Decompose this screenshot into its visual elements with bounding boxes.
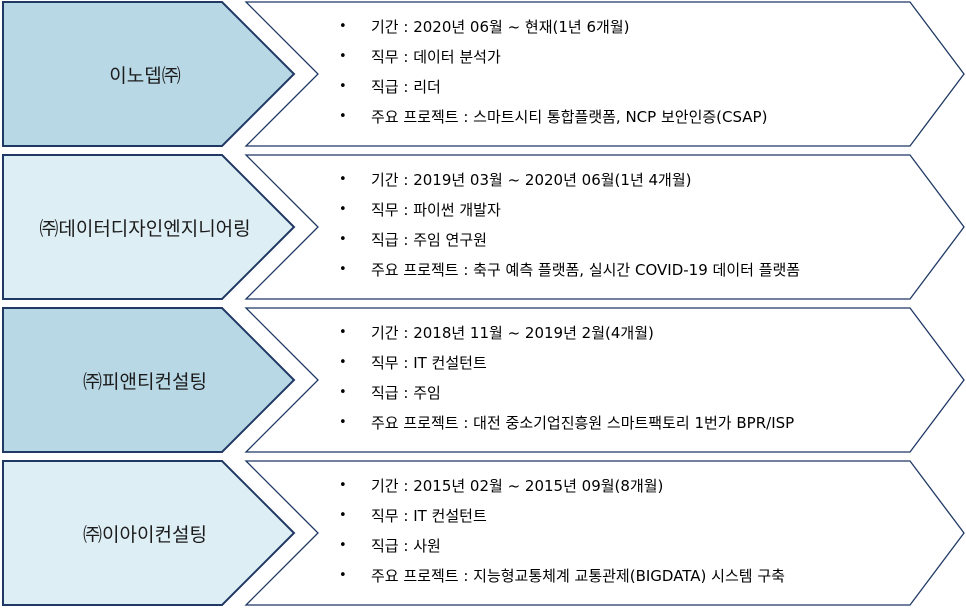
detail-item: • 직무 : 파이썬 개발자 [335, 195, 935, 225]
detail-text: 주요 프로젝트 : 지능형교통체계 교통관제(BIGDATA) 시스템 구축 [371, 567, 785, 585]
detail-item: • 직급 : 주임 [335, 378, 935, 408]
bullet-icon: • [339, 568, 347, 583]
detail-item: • 직급 : 리더 [335, 72, 935, 102]
company-arrow-1 [2, 1, 296, 147]
company-name-4: ㈜이아이컨설팅 [83, 523, 207, 546]
detail-list-3: • 기간 : 2018년 11월 ~ 2019년 2월(4개월) • 직무 : IT … [335, 318, 935, 438]
bullet-icon: • [339, 49, 347, 64]
detail-chevron-1 [244, 1, 965, 147]
bullet-icon: • [339, 508, 347, 523]
detail-list-4: • 기간 : 2015년 02월 ~ 2015년 09월(8개월) • 직무 : IT… [335, 471, 935, 591]
detail-item: • 주요 프로젝트 : 지능형교통체계 교통관제(BIGDATA) 시스템 구축 [335, 561, 935, 591]
detail-text: 직무 : 파이썬 개발자 [371, 201, 501, 219]
detail-item: • 직무 : 데이터 분석가 [335, 42, 935, 72]
detail-item: • 기간 : 2019년 03월 ~ 2020년 06월(1년 4개월) [335, 165, 935, 195]
detail-text: 직급 : 주임 연구원 [371, 231, 487, 249]
detail-item: • 직무 : IT 컨설턴트 [335, 501, 935, 531]
detail-text: 직무 : IT 컨설턴트 [371, 507, 487, 525]
detail-text: 주요 프로젝트 : 스마트시티 통합플랫폼, NCP 보안인증(CSAP) [371, 108, 768, 126]
detail-item: • 직무 : IT 컨설턴트 [335, 348, 935, 378]
detail-text: 직급 : 리더 [371, 78, 441, 96]
bullet-icon: • [339, 325, 347, 340]
bullet-icon: • [339, 232, 347, 247]
bullet-icon: • [339, 385, 347, 400]
bullet-icon: • [339, 172, 347, 187]
bullet-icon: • [339, 79, 347, 94]
detail-text: 기간 : 2019년 03월 ~ 2020년 06월(1년 4개월) [371, 171, 692, 189]
detail-list-2: • 기간 : 2019년 03월 ~ 2020년 06월(1년 4개월) • 직무 :… [335, 165, 935, 285]
detail-text: 주요 프로젝트 : 대전 중소기업진흥원 스마트팩토리 1번가 BPR/ISP [371, 414, 795, 432]
bullet-icon: • [339, 538, 347, 553]
detail-text: 직무 : IT 컨설턴트 [371, 354, 487, 372]
detail-text: 기간 : 2015년 02월 ~ 2015년 09월(8개월) [371, 477, 664, 495]
bullet-icon: • [339, 355, 347, 370]
detail-text: 기간 : 2018년 11월 ~ 2019년 2월(4개월) [371, 324, 654, 342]
detail-list-1: • 기간 : 2020년 06월 ~ 현재(1년 6개월) • 직무 : 데이터 분석… [335, 12, 935, 132]
detail-item: • 주요 프로젝트 : 축구 예측 플랫폼, 실시간 COVID-19 데이터 플… [335, 255, 935, 285]
detail-chevron-4 [244, 460, 965, 606]
detail-item: • 직급 : 사원 [335, 531, 935, 561]
bullet-icon: • [339, 19, 347, 34]
detail-item: • 주요 프로젝트 : 스마트시티 통합플랫폼, NCP 보안인증(CSAP) [335, 102, 935, 132]
detail-item: • 기간 : 2020년 06월 ~ 현재(1년 6개월) [335, 12, 935, 42]
company-name-2: ㈜데이터디자인엔지니어링 [39, 217, 251, 240]
detail-item: • 주요 프로젝트 : 대전 중소기업진흥원 스마트팩토리 1번가 BPR/ISP [335, 408, 935, 438]
company-name-3: ㈜피앤티컨설팅 [83, 370, 207, 393]
bullet-icon: • [339, 478, 347, 493]
detail-text: 직급 : 사원 [371, 537, 441, 555]
detail-text: 직무 : 데이터 분석가 [371, 48, 501, 66]
bullet-icon: • [339, 415, 347, 430]
bullet-icon: • [339, 202, 347, 217]
company-arrow-2 [2, 154, 296, 300]
detail-text: 주요 프로젝트 : 축구 예측 플랫폼, 실시간 COVID-19 데이터 플랫… [371, 261, 801, 279]
bullet-icon: • [339, 109, 347, 124]
detail-item: • 기간 : 2015년 02월 ~ 2015년 09월(8개월) [335, 471, 935, 501]
company-arrow-3 [2, 307, 296, 453]
detail-text: 직급 : 주임 [371, 384, 441, 402]
company-name-1: 이노뎁㈜ [109, 64, 181, 87]
detail-item: • 직급 : 주임 연구원 [335, 225, 935, 255]
detail-chevron-3 [244, 307, 965, 453]
bullet-icon: • [339, 262, 347, 277]
detail-item: • 기간 : 2018년 11월 ~ 2019년 2월(4개월) [335, 318, 935, 348]
detail-chevron-2 [244, 154, 965, 300]
company-arrow-4 [2, 460, 296, 606]
detail-text: 기간 : 2020년 06월 ~ 현재(1년 6개월) [371, 18, 630, 36]
